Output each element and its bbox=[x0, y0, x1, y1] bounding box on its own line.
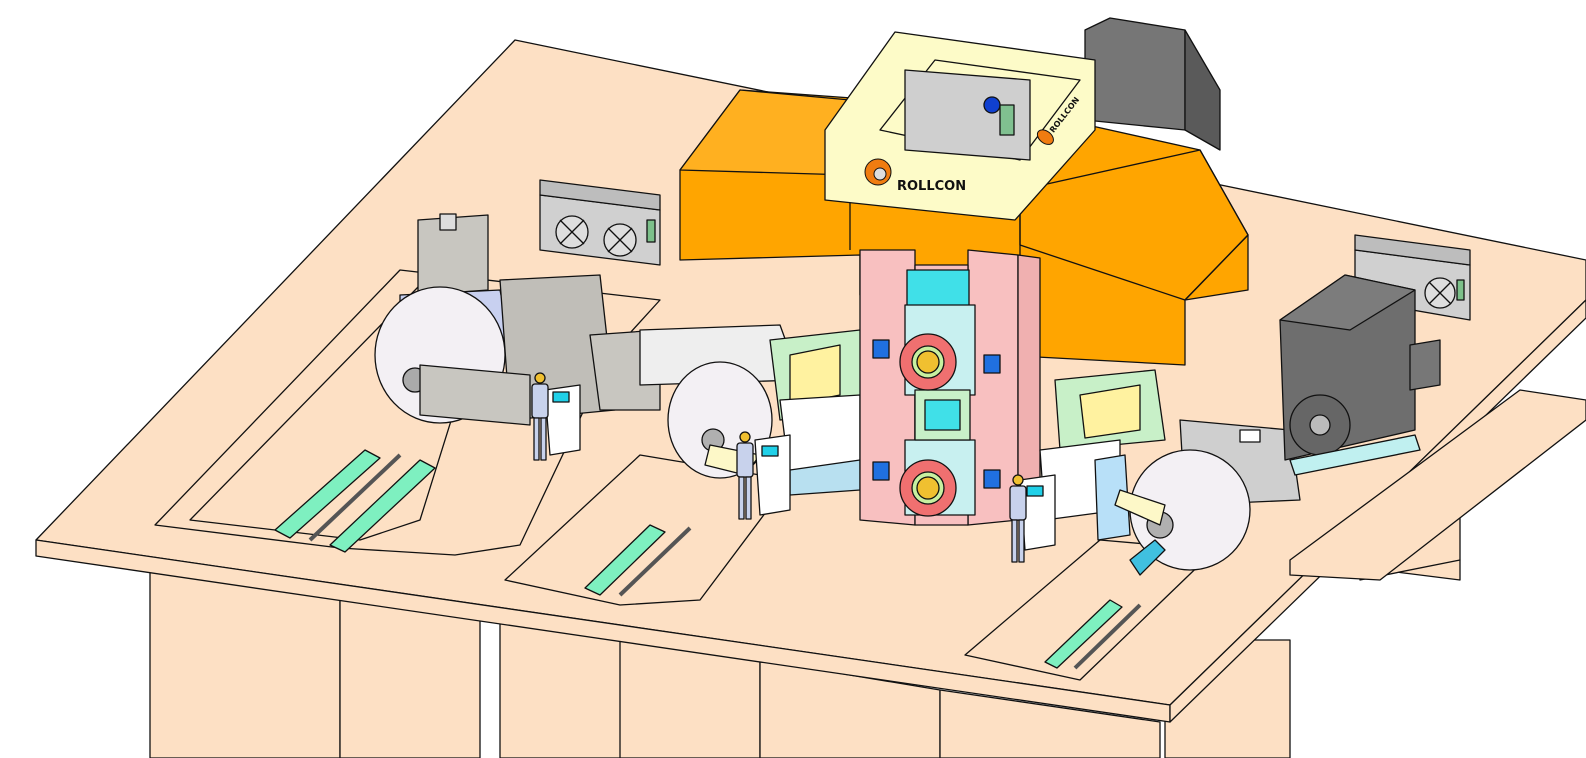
mill-stand bbox=[859, 249, 1041, 526]
main-motor-right bbox=[1279, 274, 1441, 476]
coil-car-rails bbox=[274, 449, 1142, 670]
control-desk-1 bbox=[544, 384, 581, 456]
operator-figure bbox=[1009, 474, 1027, 563]
entry-equipment-left bbox=[769, 329, 871, 496]
hydraulic-unit-left bbox=[539, 179, 661, 266]
operator-figure bbox=[736, 431, 754, 520]
mill-housing bbox=[679, 89, 1249, 366]
main-motor-rear bbox=[1084, 17, 1221, 151]
rollcon-logo: ROLLCON bbox=[864, 158, 966, 194]
control-desk-2 bbox=[754, 434, 791, 516]
operators bbox=[531, 372, 1027, 563]
hydraulic-platform: ROLLCON ROLLCON bbox=[824, 31, 1096, 221]
control-desk-3 bbox=[1019, 474, 1056, 551]
operator-figure bbox=[531, 372, 549, 461]
exit-equipment-right bbox=[1039, 369, 1166, 541]
brand-label: ROLLCON bbox=[897, 179, 966, 194]
coiler-right bbox=[1114, 419, 1301, 576]
